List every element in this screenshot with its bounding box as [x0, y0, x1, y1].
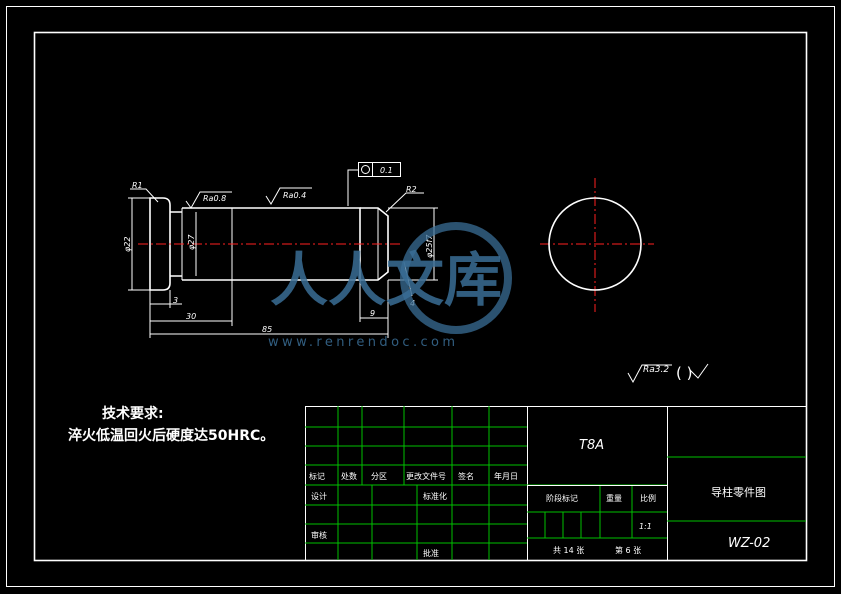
weight-label: 重量: [606, 493, 622, 503]
review-label: 审核: [311, 530, 327, 540]
general-roughness-label: Ra3.2: [643, 365, 669, 375]
general-roughness-paren: ( ): [676, 364, 692, 382]
dim-neck-label: φ27: [187, 234, 196, 250]
outer-border: [6, 6, 835, 587]
approve-label: 批准: [423, 548, 439, 558]
standard-label: 标准化: [423, 491, 447, 501]
check-roughness-icon: [689, 363, 709, 379]
drawing-number-label: WZ-02: [728, 536, 770, 551]
sheets-total: 共 14 张: [553, 546, 584, 555]
dimensions: [128, 197, 438, 338]
fillet-r2-label: R2: [406, 185, 417, 194]
roughness-symbol-body: [265, 187, 312, 205]
roundness-icon: [361, 165, 370, 174]
scale-label: 比例: [640, 493, 656, 503]
tolerance-symbol-box: [358, 162, 373, 177]
roughness-symbol-general: [627, 364, 672, 384]
end-section: [360, 207, 389, 281]
design-label: 设计: [311, 491, 327, 501]
dim-flange-label: φ22: [123, 237, 132, 252]
title-block-frame: [305, 406, 807, 561]
material-label: T8A: [579, 438, 604, 453]
watermark-text: 人人文库: [270, 246, 502, 314]
tech-req-line1: 淬火低温回火后硬度达50HRC。: [68, 427, 274, 444]
sheet-number: 第 6 张: [615, 545, 641, 555]
r2-leader: [385, 192, 424, 213]
dim-body-label: φ25f7: [425, 234, 434, 258]
header-date: 年月日: [494, 471, 518, 481]
flange-head: [149, 197, 171, 291]
watermark-url: www.renrendoc.com: [268, 335, 458, 350]
roughness-flange-label: Ra0.8: [203, 194, 226, 203]
tb-left-grid: [305, 406, 527, 560]
roughness-body-label: Ra0.4: [283, 191, 306, 200]
dim-85-label: 85: [262, 325, 272, 334]
header-signature: 签名: [458, 471, 474, 481]
dim-30-label: 30: [186, 312, 196, 321]
tb-right-grid: [667, 456, 806, 522]
stage-mark-label: 阶段标记: [546, 493, 578, 503]
header-mark: 标记: [309, 471, 325, 481]
watermark-ring-icon: [400, 222, 512, 334]
neck-edges: [170, 211, 182, 277]
part-name-label: 导柱零件图: [711, 485, 766, 499]
dim-3-label: 3: [173, 296, 178, 305]
tolerance-leader: [347, 169, 358, 206]
header-count: 处数: [341, 471, 357, 481]
roughness-symbol-flange: [185, 191, 232, 209]
tolerance-value-label: 0.1: [380, 166, 393, 175]
tolerance-value-box: [372, 162, 401, 177]
header-zone: 分区: [371, 472, 387, 481]
end-view-circle: [548, 197, 642, 291]
dim-9-label: 9: [370, 309, 375, 318]
r1-leader: [130, 188, 159, 203]
fillet-r1-label: R1: [132, 181, 143, 190]
scale-value: 1:1: [639, 522, 652, 531]
watermark: 人人文库 www.renrendoc.com: [268, 222, 512, 350]
header-change-doc: 更改文件号: [406, 471, 446, 481]
tech-req-title: 技术要求:: [102, 405, 164, 422]
title-block: T8A 导柱零件图 WZ-02 标记 处数 分区 更改文件号 签名 年月日 设计…: [305, 406, 807, 561]
